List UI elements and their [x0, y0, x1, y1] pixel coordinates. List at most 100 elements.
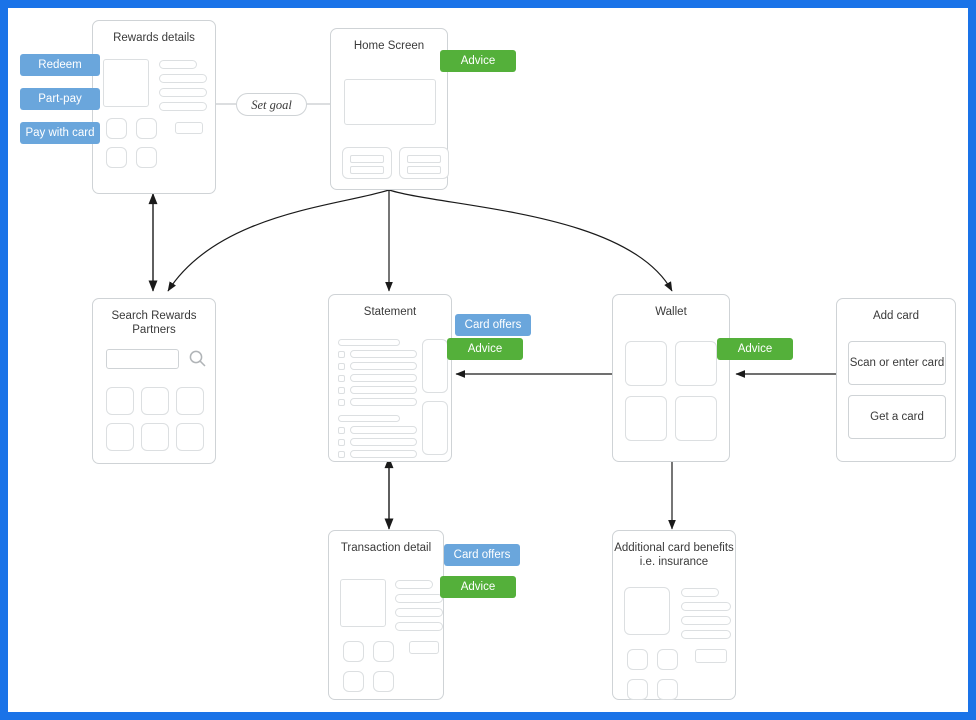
statement-row-bar: [350, 426, 417, 434]
rewards-tile[interactable]: [106, 147, 127, 168]
benefits-thumbnail-placeholder: [624, 587, 670, 635]
wallet-card-slot[interactable]: [675, 396, 717, 441]
link-home-search: [167, 189, 390, 292]
screen-wallet[interactable]: Wallet: [612, 294, 730, 462]
transaction-tile[interactable]: [343, 641, 364, 662]
screen-statement[interactable]: Statement: [328, 294, 452, 462]
rewards-text-bar: [159, 74, 207, 83]
home-widget-line: [407, 155, 441, 163]
transaction-action-button-placeholder[interactable]: [409, 641, 439, 654]
transaction-advice-badge[interactable]: Advice: [440, 576, 516, 598]
partner-tile[interactable]: [141, 423, 169, 451]
benefits-tile[interactable]: [657, 649, 678, 670]
statement-row-bar: [350, 350, 417, 358]
rewards-tile[interactable]: [136, 147, 157, 168]
action-badge-pay-with-card[interactable]: Pay with card: [20, 122, 100, 144]
partner-tile[interactable]: [106, 387, 134, 415]
add-card-title: Add card: [872, 310, 920, 322]
statement-side-panel[interactable]: [422, 339, 448, 393]
transaction-detail-title: Transaction detail: [340, 542, 432, 554]
statement-title: Statement: [363, 306, 417, 318]
magnifier-icon[interactable]: [188, 349, 208, 369]
home-advice-badge[interactable]: Advice: [440, 50, 516, 72]
transaction-tile[interactable]: [373, 671, 394, 692]
set-goal-pill[interactable]: Set goal: [236, 93, 307, 116]
benefits-text-bar: [681, 630, 731, 639]
wallet-title: Wallet: [655, 306, 687, 318]
statement-group-header: [338, 339, 400, 346]
screen-rewards-details[interactable]: Rewards details: [92, 20, 216, 194]
rewards-thumbnail-placeholder: [103, 59, 149, 107]
screen-search-rewards[interactable]: Search Rewards Partners: [92, 298, 216, 464]
get-a-card-button[interactable]: Get a card: [848, 395, 946, 439]
link-home-wallet: [388, 189, 673, 292]
rewards-tile[interactable]: [136, 118, 157, 139]
partner-tile[interactable]: [106, 423, 134, 451]
search-rewards-title-line1: Search Rewards: [111, 310, 197, 322]
rewards-action-button-placeholder[interactable]: [175, 122, 203, 134]
action-badge-redeem[interactable]: Redeem: [20, 54, 100, 76]
home-widget-line: [350, 166, 384, 174]
statement-row-icon: [338, 439, 345, 446]
search-rewards-title-line2: Partners: [132, 324, 176, 336]
benefits-action-button-placeholder[interactable]: [695, 649, 727, 663]
statement-row-bar: [350, 450, 417, 458]
statement-row-bar: [350, 374, 417, 382]
home-screen-title: Home Screen: [353, 40, 425, 52]
rewards-text-bar: [159, 60, 197, 69]
benefits-tile[interactable]: [657, 679, 678, 700]
transaction-text-bar: [395, 594, 443, 603]
statement-advice-badge[interactable]: Advice: [447, 338, 523, 360]
transaction-tile[interactable]: [343, 671, 364, 692]
benefits-text-bar: [681, 588, 719, 597]
statement-row-icon: [338, 451, 345, 458]
transaction-text-bar: [395, 608, 443, 617]
action-badge-part-pay[interactable]: Part-pay: [20, 88, 100, 110]
search-input[interactable]: [106, 349, 179, 369]
statement-row-bar: [350, 362, 417, 370]
home-widget-right[interactable]: [399, 147, 449, 179]
partner-tile[interactable]: [141, 387, 169, 415]
rewards-details-title: Rewards details: [113, 32, 195, 44]
transaction-text-bar: [395, 580, 433, 589]
statement-row-icon: [338, 399, 345, 406]
home-widget-line: [407, 166, 441, 174]
statement-row-icon: [338, 363, 345, 370]
statement-group-header: [338, 415, 400, 422]
partner-tile[interactable]: [176, 423, 204, 451]
wallet-card-slot[interactable]: [675, 341, 717, 386]
statement-card-offers-badge[interactable]: Card offers: [455, 314, 531, 336]
screen-transaction-detail[interactable]: Transaction detail: [328, 530, 444, 700]
card-benefits-title-line2: i.e. insurance: [639, 556, 709, 568]
home-hero-placeholder: [344, 79, 436, 125]
screen-home[interactable]: Home Screen: [330, 28, 449, 190]
benefits-text-bar: [681, 616, 731, 625]
transaction-thumbnail-placeholder: [340, 579, 386, 627]
screen-add-card[interactable]: Add card Scan or enter card Get a card: [836, 298, 956, 462]
statement-row-bar: [350, 438, 417, 446]
benefits-text-bar: [681, 602, 731, 611]
transaction-tile[interactable]: [373, 641, 394, 662]
benefits-tile[interactable]: [627, 679, 648, 700]
statement-row-bar: [350, 386, 417, 394]
statement-row-icon: [338, 387, 345, 394]
scan-or-enter-card-button[interactable]: Scan or enter card: [848, 341, 946, 385]
statement-side-panel[interactable]: [422, 401, 448, 455]
benefits-tile[interactable]: [627, 649, 648, 670]
transaction-card-offers-badge[interactable]: Card offers: [444, 544, 520, 566]
statement-row-bar: [350, 398, 417, 406]
home-widget-left[interactable]: [342, 147, 392, 179]
statement-row-icon: [338, 427, 345, 434]
screen-card-benefits[interactable]: Additional card benefits i.e. insurance: [612, 530, 736, 700]
rewards-text-bar: [159, 88, 207, 97]
wallet-advice-badge[interactable]: Advice: [717, 338, 793, 360]
rewards-tile[interactable]: [106, 118, 127, 139]
rewards-text-bar: [159, 102, 207, 111]
wallet-card-slot[interactable]: [625, 341, 667, 386]
diagram-canvas: Redeem Part-pay Pay with card Rewards de…: [8, 8, 968, 712]
wallet-card-slot[interactable]: [625, 396, 667, 441]
home-widget-line: [350, 155, 384, 163]
transaction-text-bar: [395, 622, 443, 631]
statement-row-icon: [338, 375, 345, 382]
partner-tile[interactable]: [176, 387, 204, 415]
